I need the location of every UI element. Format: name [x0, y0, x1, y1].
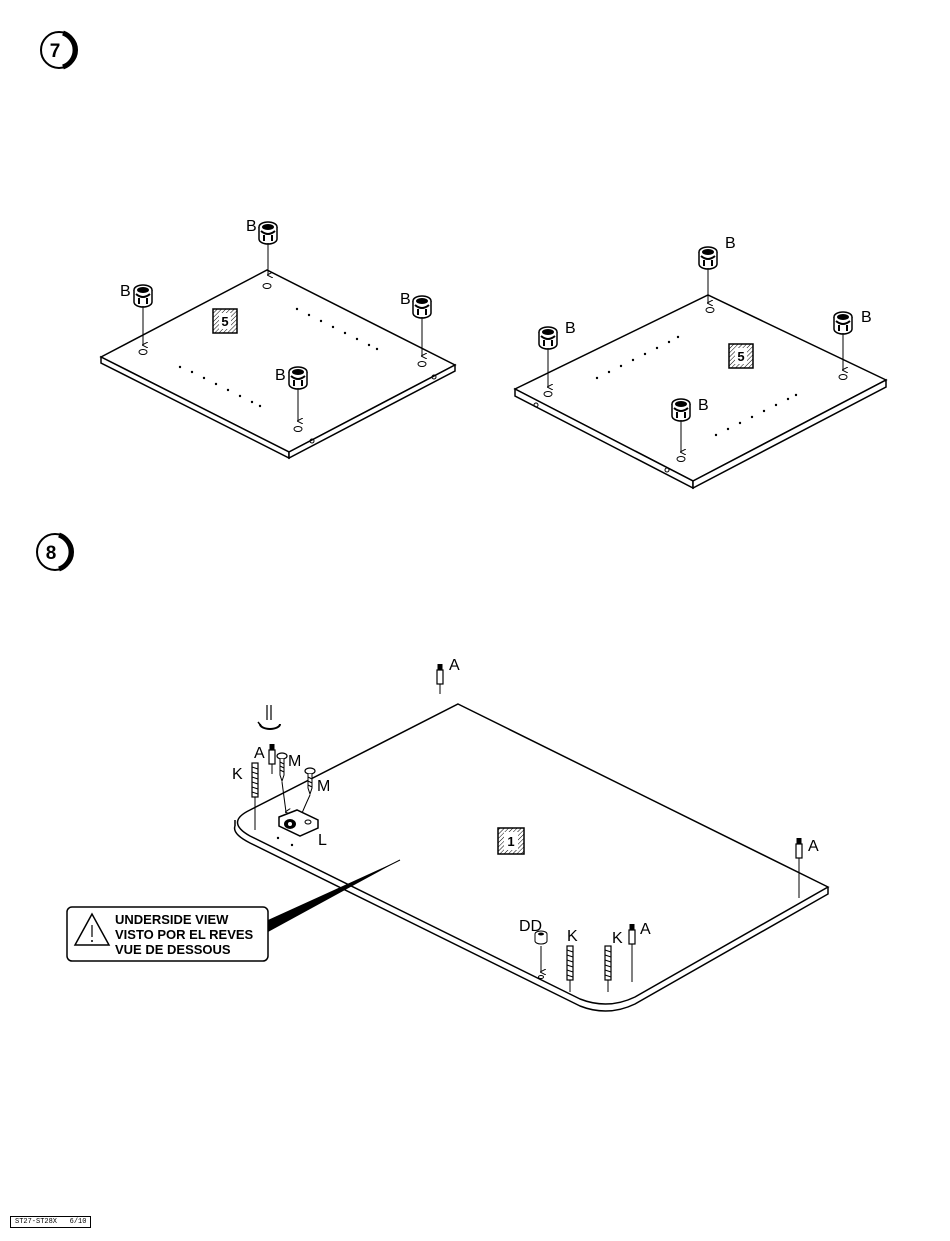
svg-text:B: B — [698, 397, 709, 414]
svg-text:A: A — [640, 921, 651, 938]
warning-line-1: UNDERSIDE VIEW — [115, 912, 229, 927]
step-8-number: 8 — [46, 543, 57, 564]
svg-text:B: B — [400, 291, 411, 308]
svg-text:K: K — [232, 766, 243, 783]
footer-page: 6/10 — [70, 1218, 87, 1226]
svg-text:B: B — [275, 367, 286, 384]
svg-text:L: L — [318, 832, 327, 849]
svg-text:M: M — [317, 778, 330, 795]
svg-text:1: 1 — [507, 834, 514, 849]
svg-text:A: A — [254, 745, 265, 762]
svg-text:DD: DD — [519, 918, 542, 935]
svg-text:B: B — [725, 235, 736, 252]
svg-text:B: B — [565, 320, 576, 337]
step-7-number: 7 — [50, 41, 61, 62]
step-7-badge: 7 — [41, 32, 77, 68]
screwdriver-icon — [258, 705, 280, 729]
footer-code: ST27-ST28X — [15, 1218, 57, 1226]
part-5-tag-right: 5 — [729, 344, 753, 368]
top-panel: 1 — [235, 704, 828, 1011]
svg-text:A: A — [449, 657, 460, 674]
svg-text:B: B — [861, 309, 872, 326]
cam-lock-icon: B — [699, 235, 736, 303]
step-8-badge: 8 — [37, 534, 73, 570]
svg-text:K: K — [567, 928, 578, 945]
page-footer: ST27-ST28X 6/10 — [10, 1216, 91, 1228]
svg-text:B: B — [120, 283, 131, 300]
part-1-tag: 1 — [498, 828, 524, 854]
cam-lock-icon: B — [246, 218, 277, 275]
dowel-icon: A — [437, 657, 460, 694]
svg-text:A: A — [808, 838, 819, 855]
svg-text:5: 5 — [221, 314, 228, 329]
svg-text:B: B — [246, 218, 257, 235]
svg-text:M: M — [288, 753, 301, 770]
warning-line-2: VISTO POR EL REVES — [115, 927, 254, 942]
part-5-tag-left: 5 — [213, 309, 237, 333]
svg-text:5: 5 — [737, 349, 744, 364]
warning-line-3: VUE DE DESSOUS — [115, 942, 231, 957]
svg-text:K: K — [612, 930, 623, 947]
